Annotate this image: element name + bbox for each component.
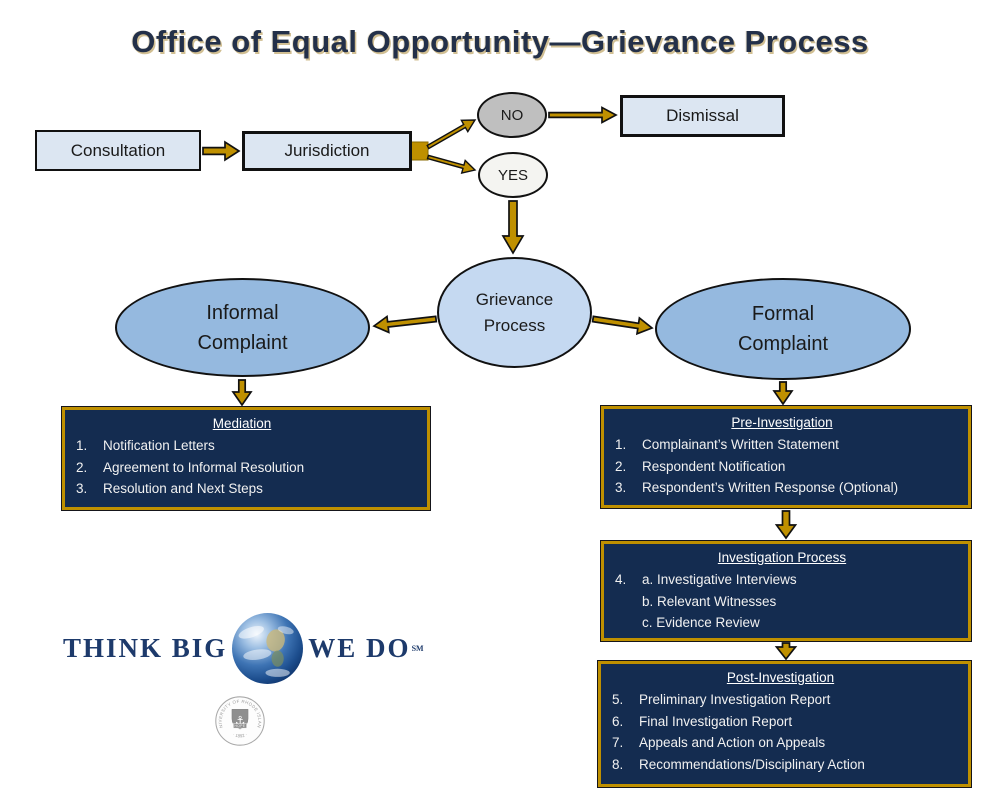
list-item: 8. Recommendations/Disciplinary Action xyxy=(612,756,865,772)
flow-node-grievance-process: Grievance Process xyxy=(437,257,592,368)
list-item: 3. Respondent’s Written Response (Option… xyxy=(615,480,899,495)
flow-arrow xyxy=(548,106,618,124)
flow-node-no: NO xyxy=(477,92,547,138)
jurisdiction-split-connector xyxy=(409,141,429,161)
mediation-box: Mediation 1. Notification Letters 2. Agr… xyxy=(61,406,431,511)
flow-arrow xyxy=(501,200,525,255)
svg-text:· 1892 ·: · 1892 · xyxy=(232,732,248,739)
post-investigation-title: Post-Investigation xyxy=(726,670,835,685)
flow-node-formal-complaint: Formal Complaint xyxy=(655,278,911,380)
yes-label: YES xyxy=(497,166,528,184)
list-item: 1. Notification Letters xyxy=(76,438,215,453)
flow-node-yes: YES xyxy=(478,152,548,198)
flow-arrow xyxy=(202,140,241,162)
list-item: 4. a. Investigative Interviews xyxy=(615,572,797,587)
informal-complaint-label: Informal Complaint xyxy=(197,301,288,354)
list-item: b. Relevant Witnesses xyxy=(642,593,777,609)
flow-arrow xyxy=(426,119,477,150)
list-item: c. Evidence Review xyxy=(642,615,760,630)
flow-arrow xyxy=(231,379,253,407)
list-item: 6. Final Investigation Report xyxy=(612,713,793,729)
flow-node-jurisdiction: Jurisdiction xyxy=(242,131,412,171)
think-big-text: THINK BIG xyxy=(63,633,228,663)
flow-node-informal-complaint: Informal Complaint xyxy=(115,278,370,377)
list-item: 2. Agreement to Informal Resolution xyxy=(76,459,305,475)
no-label: NO xyxy=(500,106,524,124)
flow-arrow xyxy=(774,510,798,540)
flow-arrow xyxy=(774,642,798,661)
list-item: 1. Complainant’s Written Statement xyxy=(615,437,839,452)
mediation-title: Mediation xyxy=(212,416,272,431)
flow-node-consultation: Consultation xyxy=(35,130,201,171)
list-item: 3. Resolution and Next Steps xyxy=(76,481,263,496)
seal-motto-text: HOPE xyxy=(235,724,246,728)
seal-year-text: · 1892 · xyxy=(232,732,248,739)
post-investigation-box: Post-Investigation 5. Preliminary Invest… xyxy=(597,660,972,788)
list-item: 5. Preliminary Investigation Report xyxy=(612,692,831,707)
service-mark: SM xyxy=(411,644,424,653)
flow-arrow xyxy=(772,381,794,406)
uri-seal: UNIVERSITY OF RHODE ISLAND ⚓ HOPE · 1892… xyxy=(207,688,265,746)
list-item: 2. Respondent Notification xyxy=(615,458,786,474)
pre-investigation-box: Pre-Investigation 1. Complainant’s Writt… xyxy=(600,405,972,509)
flow-arrow xyxy=(591,315,654,336)
grievance-process-label: Grievance Process xyxy=(475,289,554,335)
flow-node-dismissal: Dismissal xyxy=(620,95,785,137)
investigation-process-title: Investigation Process xyxy=(717,550,847,565)
earth-globe-icon xyxy=(232,613,304,684)
formal-complaint-label: Formal Complaint xyxy=(737,303,829,355)
flow-arrow xyxy=(372,314,438,334)
we-do-text: WE DO xyxy=(308,633,411,663)
consultation-label: Consultation xyxy=(70,140,166,160)
jurisdiction-label: Jurisdiction xyxy=(284,141,370,160)
list-item: 7. Appeals and Action on Appeals xyxy=(612,735,826,750)
pre-investigation-title: Pre-Investigation xyxy=(731,415,833,430)
dismissal-label: Dismissal xyxy=(666,106,739,125)
flow-arrow xyxy=(426,154,477,175)
page-title: Office of Equal Opportunity—Grievance Pr… xyxy=(131,24,869,59)
anchor-icon: ⚓ xyxy=(235,715,246,728)
seal-motto-banner xyxy=(233,723,247,729)
investigation-process-box: Investigation Process 4. a. Investigativ… xyxy=(600,540,972,642)
